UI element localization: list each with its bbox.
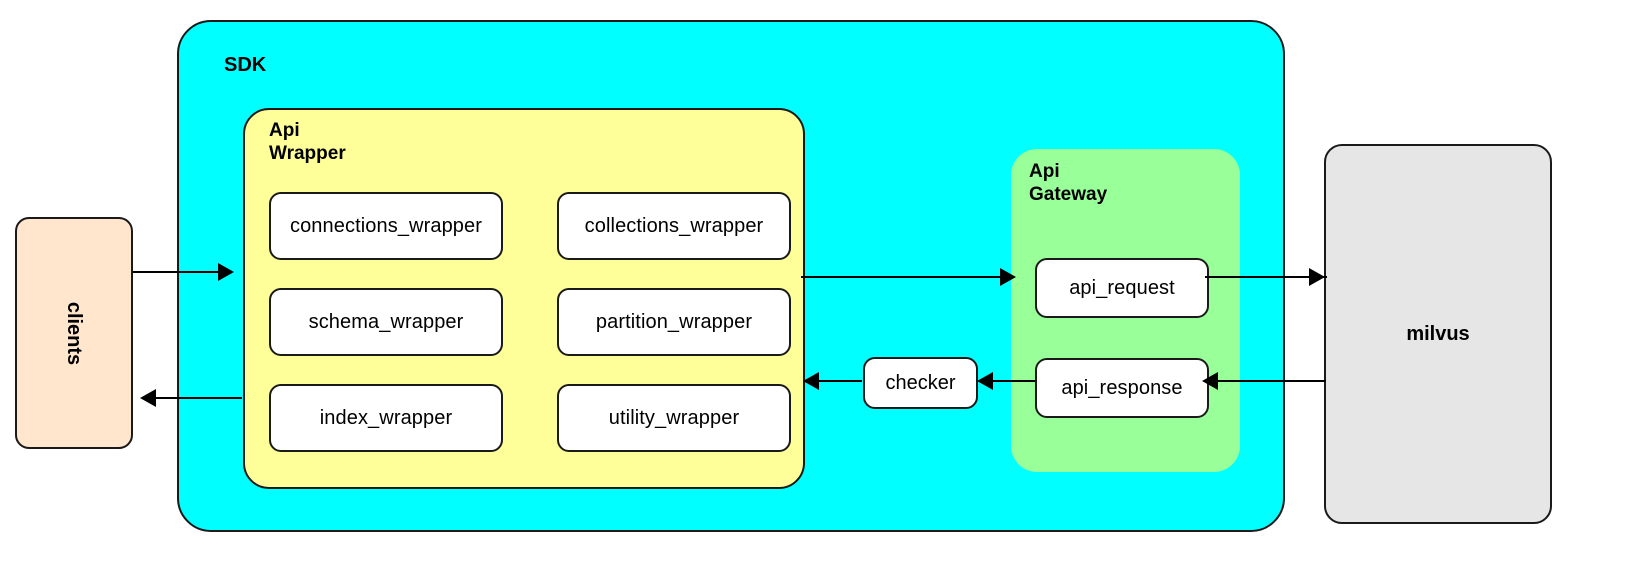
module-collections-wrapper[interactable]: collections_wrapper xyxy=(557,192,791,260)
module-label: partition_wrapper xyxy=(595,310,753,333)
module-label: utility_wrapper xyxy=(608,406,740,429)
module-label: index_wrapper xyxy=(319,406,453,429)
clients-box[interactable]: clients xyxy=(15,217,133,449)
module-label: api_response xyxy=(1061,376,1183,399)
api-gateway-container[interactable]: Api Gateway api_request api_response xyxy=(1011,149,1240,472)
module-label: connections_wrapper xyxy=(289,214,483,237)
api-wrapper-label: Api Wrapper xyxy=(269,120,346,164)
module-index-wrapper[interactable]: index_wrapper xyxy=(269,384,503,452)
module-connections-wrapper[interactable]: connections_wrapper xyxy=(269,192,503,260)
module-utility-wrapper[interactable]: utility_wrapper xyxy=(557,384,791,452)
milvus-box[interactable]: milvus xyxy=(1324,144,1552,524)
sdk-label: SDK xyxy=(224,54,267,76)
module-schema-wrapper[interactable]: schema_wrapper xyxy=(269,288,503,356)
module-partition-wrapper[interactable]: partition_wrapper xyxy=(557,288,791,356)
clients-label: clients xyxy=(63,301,86,365)
module-api-response[interactable]: api_response xyxy=(1035,358,1209,418)
api-wrapper-container[interactable]: Api Wrapper connections_wrapper collecti… xyxy=(243,108,805,489)
module-label: collections_wrapper xyxy=(584,214,764,237)
module-api-request[interactable]: api_request xyxy=(1035,258,1209,318)
module-label: api_request xyxy=(1069,276,1175,299)
sdk-container[interactable]: SDK Api Wrapper connections_wrapper coll… xyxy=(177,20,1285,532)
api-gateway-label: Api Gateway xyxy=(1029,161,1108,205)
checker-label: checker xyxy=(885,371,956,394)
checker-box[interactable]: checker xyxy=(863,357,978,409)
module-label: schema_wrapper xyxy=(308,310,464,333)
milvus-label: milvus xyxy=(1406,322,1470,345)
